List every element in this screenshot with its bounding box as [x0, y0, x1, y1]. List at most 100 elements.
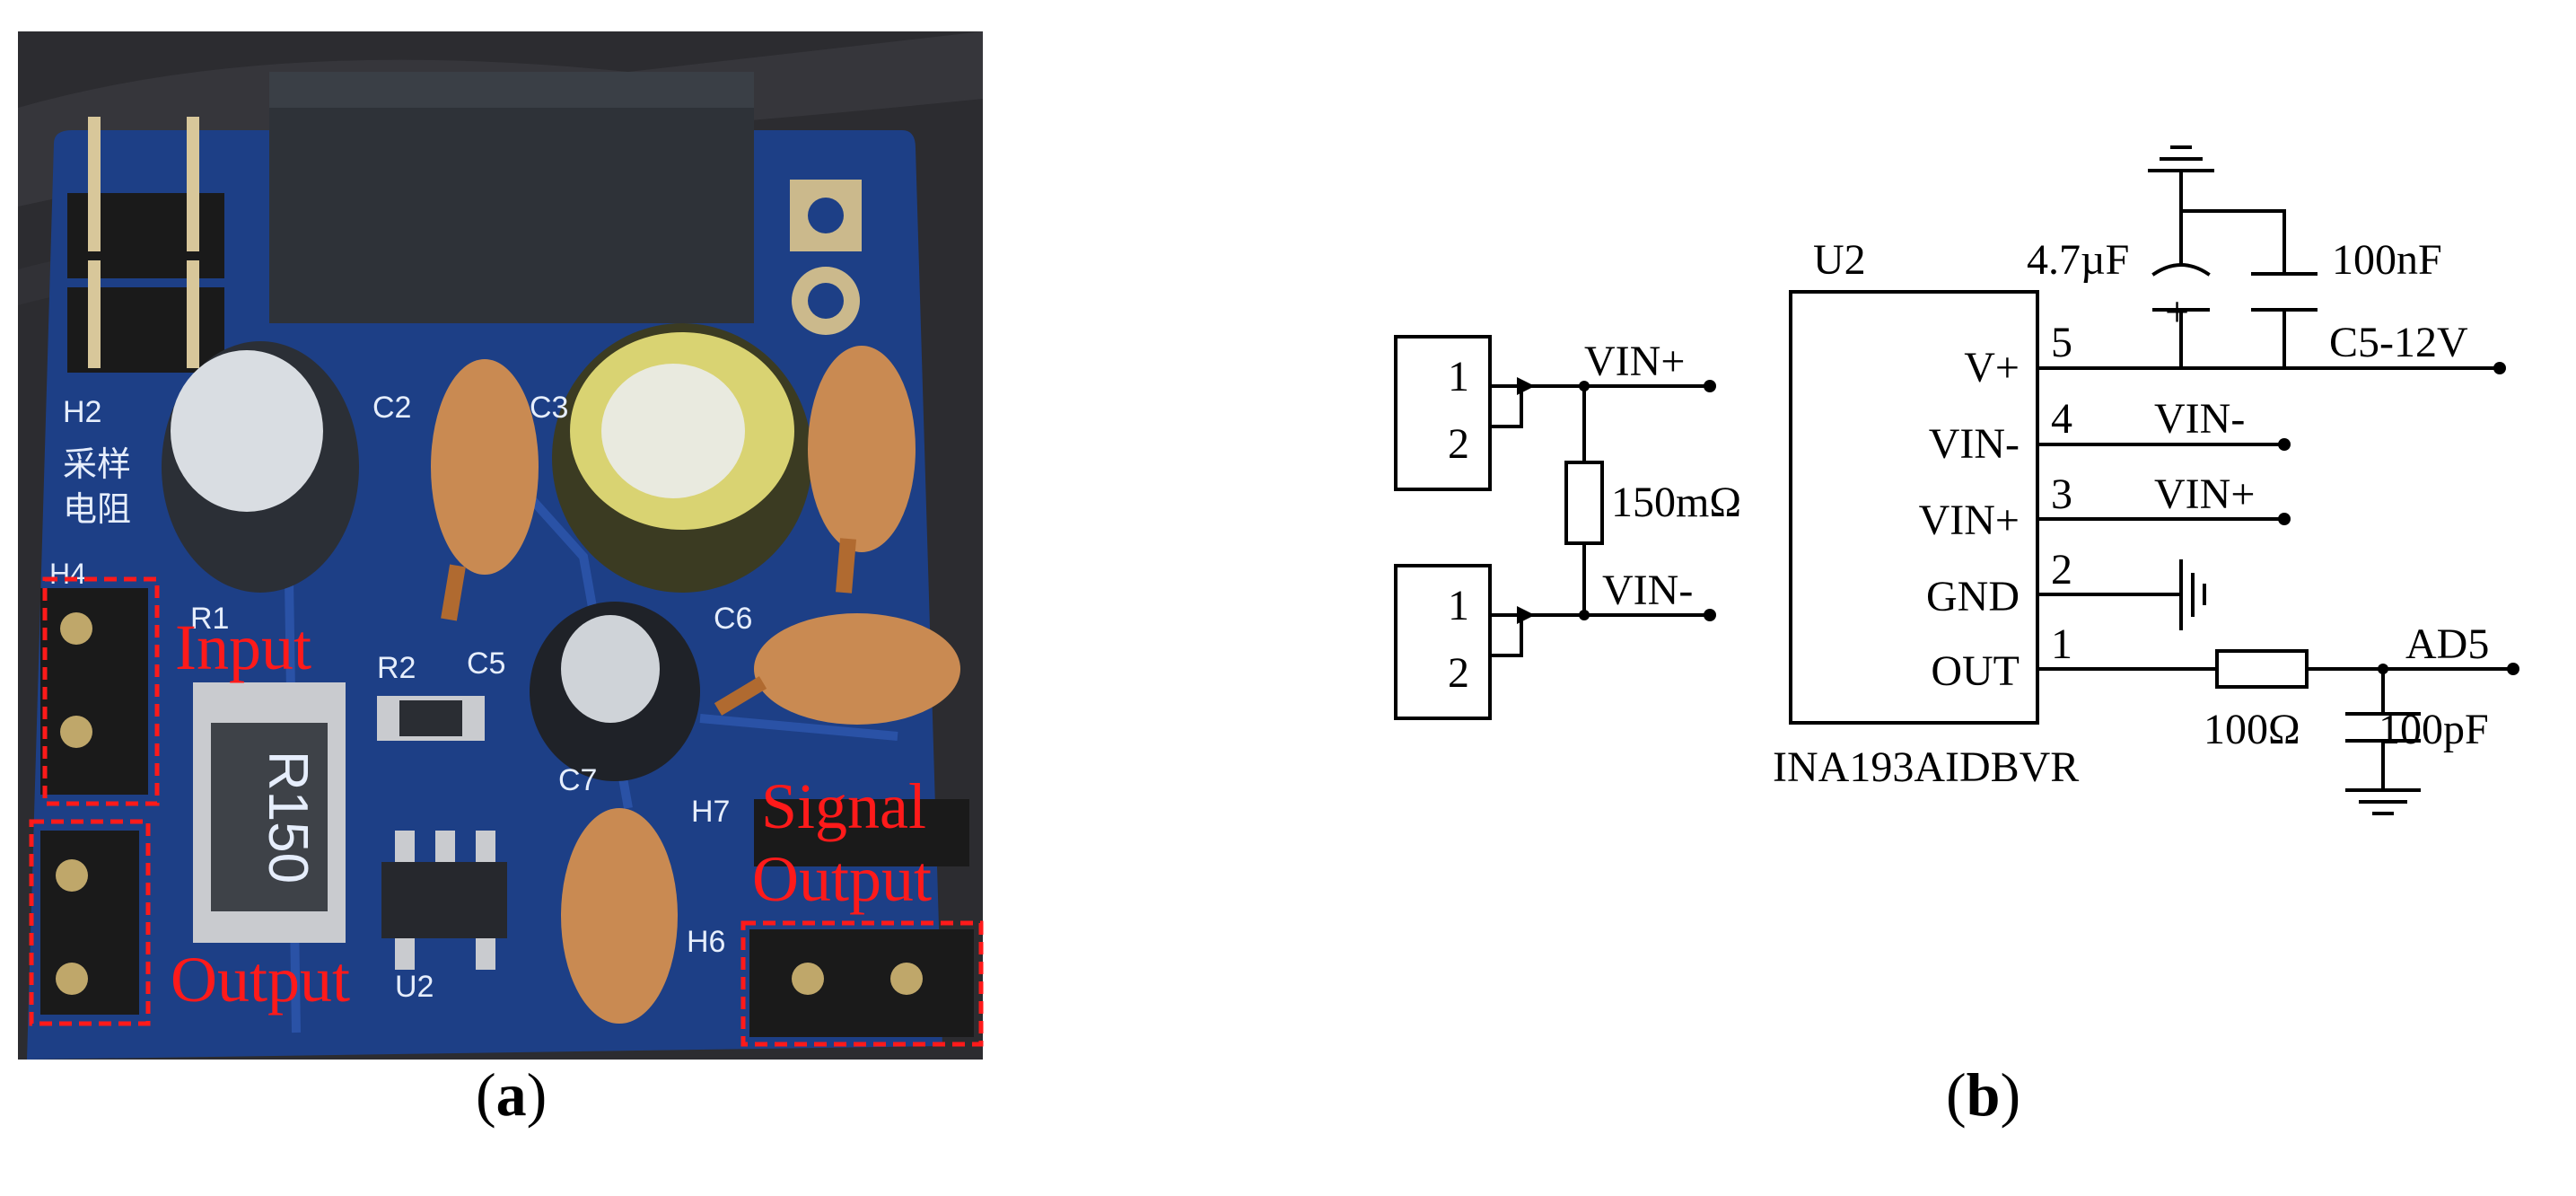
pin1-name: OUT: [1931, 647, 2020, 695]
connector-top-strap: [1488, 384, 1523, 428]
pin4-net-label: VIN-: [2154, 395, 2245, 443]
smd-resistor-r2: [377, 696, 485, 741]
elec-cap-polarity: +: [2165, 288, 2189, 336]
signal-output-highlight-box: [740, 920, 984, 1047]
junction-dot: [1579, 610, 1590, 620]
connector-bottom-pin2: 2: [1448, 649, 1469, 697]
pin3-name: VIN+: [1919, 497, 2020, 544]
silk-h7: H7: [691, 795, 730, 829]
pin2-ground-symbol: [2179, 559, 2206, 630]
ic-u2-package: [381, 831, 507, 970]
supply-ground-symbol: [2148, 145, 2214, 172]
silk-c2: C2: [372, 391, 411, 425]
output-ground-symbol: [2345, 788, 2421, 815]
silk-sample-cn-1: 采样: [63, 446, 131, 484]
silk-r2: R2: [377, 651, 416, 685]
cap-lead: [836, 538, 856, 594]
pin2-number: 2: [2051, 546, 2072, 594]
caption-b-letter: b: [1966, 1060, 2001, 1129]
connector-top-pin2: 2: [1448, 420, 1469, 468]
annotation-input: Input: [175, 611, 311, 683]
silk-h6: H6: [687, 925, 725, 959]
terminal-dot: [1704, 380, 1716, 392]
ceramic-cap: [808, 346, 916, 552]
caption-a: (a): [476, 1060, 548, 1129]
silk-c5: C5: [467, 646, 505, 681]
caption-a-letter: a: [495, 1060, 527, 1129]
pin5-name: V+: [1964, 344, 2020, 391]
ceramic-cap-c6: [754, 613, 960, 725]
output-net-label: AD5: [2405, 620, 2489, 668]
output-resistor-symbol: [2215, 649, 2309, 689]
pad-hole: [808, 198, 844, 233]
silk-sample-cn-2: 电阻: [63, 491, 131, 529]
input-highlight-box: [42, 576, 160, 806]
connector-bottom-pin1: 1: [1448, 582, 1469, 629]
connector-bottom-body: [1394, 564, 1492, 720]
junction-dot: [1579, 381, 1590, 391]
elec-cap-value: 4.7µF: [2027, 236, 2129, 284]
ic-part-label: INA193AIDBVR: [1773, 743, 2079, 791]
header-input: [40, 588, 148, 795]
annotation-signal-output-1: Signal: [761, 770, 926, 842]
pin3-number: 3: [2051, 470, 2072, 518]
silk-h4: H4: [49, 558, 86, 590]
electrolytic-cap-c5: [530, 602, 700, 781]
terminal-dot: [1704, 609, 1716, 621]
ic-body: [1789, 290, 2039, 725]
shunt-resistor-r150: R150: [193, 682, 346, 943]
caption-b: (b): [1946, 1060, 2021, 1129]
pin2-name: GND: [1926, 573, 2020, 620]
relay-block: [269, 72, 754, 323]
connector-top-pin1: 1: [1448, 353, 1469, 400]
pin5-number: 5: [2051, 319, 2072, 366]
silk-u2: U2: [395, 970, 434, 1004]
connector-bottom-arrow: [1517, 606, 1535, 624]
ceramic-cap-value: 100nF: [2332, 236, 2442, 284]
net-label-vin-minus: VIN-: [1602, 567, 1693, 614]
annotation-signal-output-2: Output: [752, 843, 932, 915]
pin1-number: 1: [2051, 620, 2072, 668]
output-highlight-box: [29, 819, 151, 1026]
net-label-vin-plus: VIN+: [1584, 338, 1685, 385]
pad-hole: [808, 283, 844, 319]
terminal-dot: [2507, 663, 2519, 675]
resistor-marking: R150: [257, 751, 319, 884]
cap-lead: [714, 676, 767, 716]
silk-r1: R1: [190, 602, 229, 636]
output-resistor-value: 100Ω: [2204, 706, 2300, 753]
header-h2: [67, 117, 224, 373]
electrolytic-cap-grey: [162, 341, 359, 593]
relay-top-edge: [269, 72, 754, 108]
pin4-name: VIN-: [1929, 420, 2020, 468]
header-signal-output: [749, 799, 974, 1037]
cap-lead: [441, 564, 466, 621]
silk-c7: C7: [558, 763, 597, 797]
pin3-net-label: VIN+: [2154, 470, 2255, 518]
terminal-dot: [2278, 513, 2291, 525]
ic-ref-label: U2: [1813, 236, 1866, 284]
shunt-resistor-symbol: [1564, 461, 1604, 545]
wire-cap-common: [2179, 209, 2286, 276]
ceramic-cap-symbol: [2251, 272, 2318, 312]
silk-c3: C3: [530, 391, 568, 425]
header-output: [40, 831, 139, 1015]
ceramic-cap-c2: [431, 359, 539, 575]
connector-top-arrow: [1517, 377, 1535, 395]
connector-top-body: [1394, 335, 1492, 491]
output-cap-value: 100pF: [2379, 706, 2489, 753]
junction-dot: [2378, 664, 2388, 674]
terminal-dot: [2493, 362, 2506, 374]
supply-net-label: C5-12V: [2329, 319, 2468, 366]
silk-h2: H2: [63, 395, 101, 429]
ceramic-cap-c7: [561, 808, 678, 1024]
annotation-output: Output: [171, 944, 350, 1016]
silk-c6: C6: [714, 602, 752, 636]
pcb-trace: [699, 714, 898, 741]
pin4-number: 4: [2051, 395, 2072, 443]
terminal-dot: [2278, 438, 2291, 451]
shunt-value-label: 150mΩ: [1611, 479, 1741, 526]
connector-bottom-strap: [1488, 613, 1523, 657]
